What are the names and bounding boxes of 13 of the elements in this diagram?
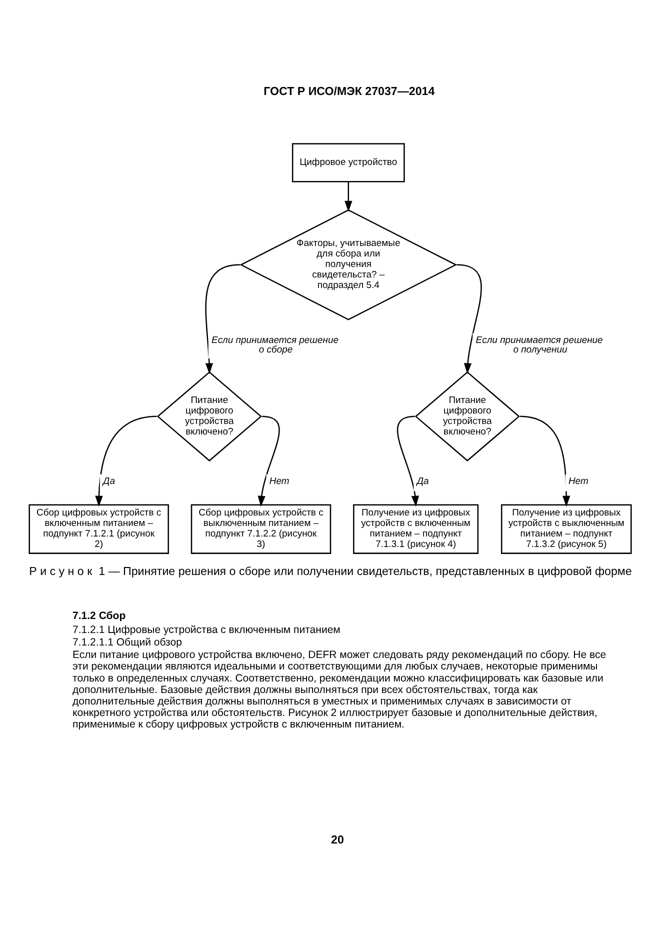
edge-label: Нет (269, 476, 290, 488)
edge-label: Нет (568, 476, 588, 488)
label: 7.1.2.1.1 Общий обзор (72, 636, 182, 648)
label: 7.1.2 Сбор (72, 610, 126, 622)
label: ГОСТ Р ИСО/МЭК 27037—2014 (264, 86, 435, 98)
label: 7.1.2.1 Цифровые устройства с включенным питанием (72, 624, 340, 636)
edge-label: Да (416, 476, 429, 488)
label: 20 (331, 834, 344, 847)
label: Если питание цифрового устройства включено, DEFR может следовать ряду рекомендаций по сбору. Не все эти рекомендации являются идеальными и соответствующими для любых случаев, некоторые применимы только в определенных случаях. Соответственно, рекомендации можно классифицировать как базовые или дополнительные. Базовые действия должны выполняться при всех обстоятельствах, тогда как дополнительные действия должны выполняться в уместных и применимых случаях в зависимости от конкретного устройства или обстоятельств. Рисунок 2 иллюстрирует базовые и дополнительные действия, применимые к сбору цифровых устройств с включенным питанием. (72, 649, 606, 731)
edge-label: Если принимается решение о сборе (212, 334, 339, 356)
edge-label: Да (103, 476, 115, 488)
edge-label: Если принимается решение о получении (476, 334, 603, 356)
caption: Р и с у н о к 1 — Принятие решения о сборе или получении свидетельств, представленных в цифровой форме (29, 566, 632, 578)
